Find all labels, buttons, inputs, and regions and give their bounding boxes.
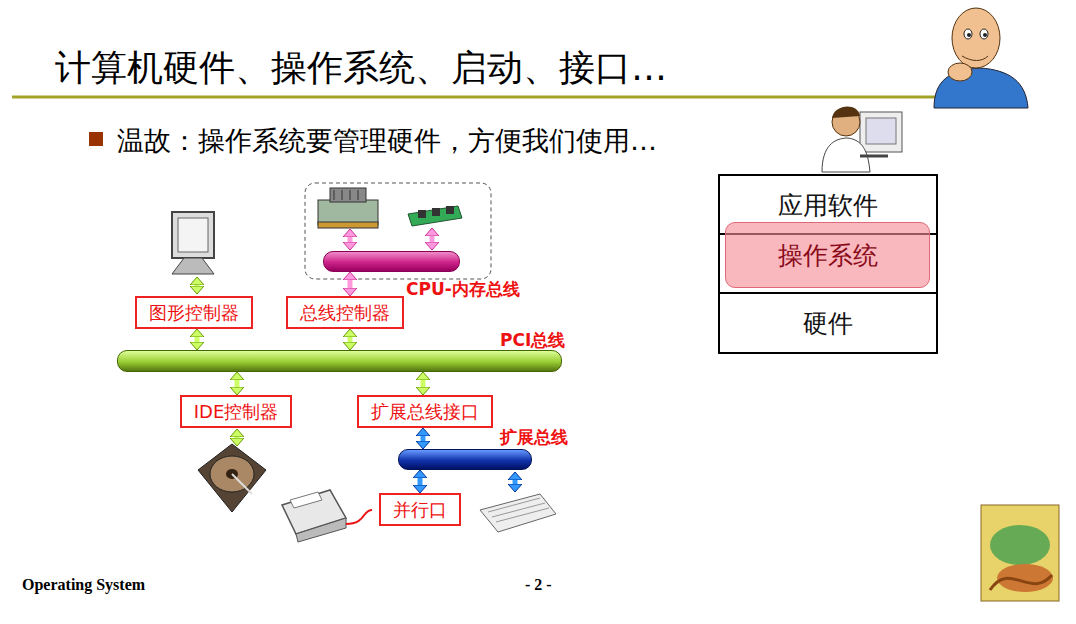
box-label: IDE控制器 <box>194 400 279 424</box>
printer-icon <box>282 490 346 542</box>
bus-label: PCI总线 <box>500 329 565 352</box>
interface-box: 扩展总线接口 <box>357 395 493 428</box>
cpu-memory-bus: CPU-内存总线 <box>323 251 460 272</box>
monitor-arrow <box>195 285 200 286</box>
bullet <box>89 132 103 146</box>
keyboard-arrow <box>513 480 518 484</box>
bus-connector <box>235 380 240 387</box>
keyboard-icon <box>480 494 556 532</box>
layer-label: 操作系统 <box>778 239 878 272</box>
bus-label: CPU-内存总线 <box>406 278 520 301</box>
controller-box: IDE控制器 <box>180 395 293 428</box>
title-rule <box>12 96 1003 99</box>
disk-arrow <box>235 437 240 438</box>
footer-text: Operating System <box>22 576 145 594</box>
memory-icon <box>408 206 462 226</box>
bus-connector <box>418 478 423 485</box>
book-cover <box>981 505 1059 601</box>
page-number: - 2 - <box>525 576 552 594</box>
pci-bus: PCI总线 <box>117 350 562 372</box>
hard-disk-icon <box>198 444 266 512</box>
port-box: 并行口 <box>379 493 461 526</box>
bus-connector <box>421 436 426 441</box>
box-label: 扩展总线接口 <box>371 400 479 424</box>
box-label: 图形控制器 <box>149 301 239 325</box>
controller-box: 总线控制器 <box>286 296 404 329</box>
box-label: 并行口 <box>393 498 447 522</box>
cpu-memory-group <box>305 183 491 279</box>
memory-arrow <box>430 236 435 242</box>
bus-connector <box>421 380 426 387</box>
expansion-bus: 扩展总线 <box>398 449 532 470</box>
box-label: 总线控制器 <box>300 301 390 325</box>
cpu-arrow <box>348 237 353 242</box>
layer-box: 硬件 <box>721 295 935 351</box>
layer-label: 应用软件 <box>778 189 878 222</box>
printer-cable <box>346 510 372 524</box>
monitor-icon <box>172 212 214 274</box>
bus-label: 扩展总线 <box>500 426 568 449</box>
person-at-computer <box>822 106 902 172</box>
os-layer-box: 操作系统 <box>725 222 930 288</box>
slide-title: 计算机硬件、操作系统、启动、接口… <box>55 44 667 93</box>
cartoon-man <box>934 8 1028 108</box>
bus-connector <box>195 337 200 342</box>
layer-label: 硬件 <box>803 307 853 340</box>
bus-connector <box>348 280 353 288</box>
bus-connector <box>348 337 353 342</box>
cpu-icon <box>318 188 378 228</box>
layer-frame <box>719 175 937 353</box>
bullet-text: 温故：操作系统要管理硬件，方便我们使用… <box>117 123 657 159</box>
controller-box: 图形控制器 <box>135 296 253 329</box>
